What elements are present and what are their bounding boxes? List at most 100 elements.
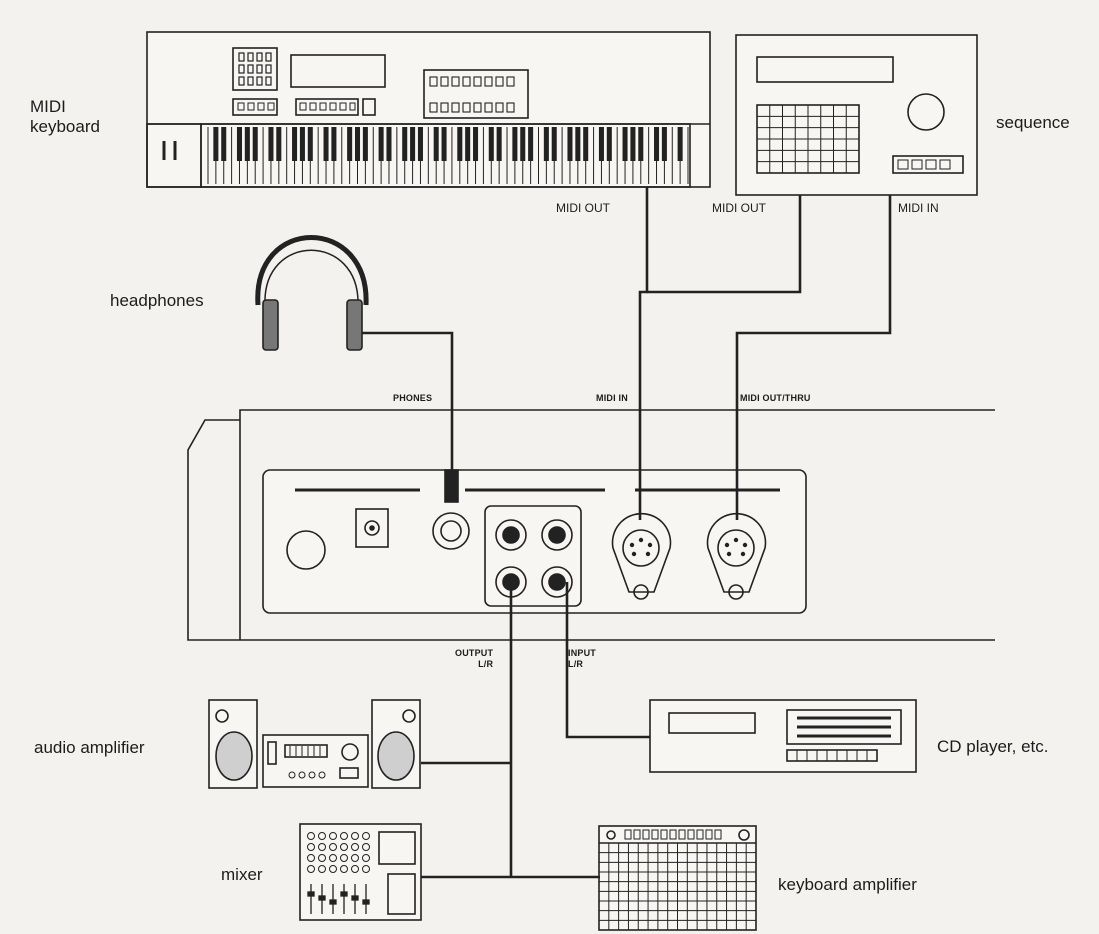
- cable-input: [565, 582, 650, 739]
- black-key: [307, 127, 313, 161]
- mixer-knob: [318, 854, 326, 862]
- black-key: [606, 127, 612, 161]
- sequencer-midi-out-label: MIDI OUT: [712, 201, 766, 215]
- black-key: [244, 127, 250, 161]
- cable-sequencer-midi-out: [647, 195, 802, 294]
- black-key: [323, 127, 329, 161]
- sequencer-midi-in-label: MIDI IN: [898, 201, 939, 215]
- black-key: [567, 127, 573, 161]
- mixer-knob: [318, 832, 326, 840]
- rear-panel: [187, 409, 995, 641]
- black-key: [661, 127, 667, 161]
- black-key: [378, 127, 384, 161]
- mixer-device: [299, 823, 422, 921]
- cable-sequencer-midi-in: [735, 195, 892, 520]
- mixer-knob: [351, 854, 359, 862]
- mixer-knob: [307, 854, 315, 862]
- output-port-label: OUTPUT L/R: [455, 648, 493, 669]
- mixer-knob: [340, 854, 348, 862]
- black-key: [402, 127, 408, 161]
- mixer-knob: [340, 865, 348, 873]
- mixer-knob: [362, 854, 370, 862]
- black-key: [268, 127, 274, 161]
- cd-player-label: CD player, etc.: [937, 737, 1049, 756]
- keyboard-amplifier-label: keyboard amplifier: [778, 875, 917, 894]
- mixer-knob: [318, 865, 326, 873]
- black-key: [410, 127, 416, 161]
- black-key: [654, 127, 660, 161]
- mixer-knob: [362, 832, 370, 840]
- phones-port-label: PHONES: [393, 393, 433, 403]
- midi-keyboard-label: MIDI keyboard: [30, 97, 100, 137]
- mixer-knob: [329, 865, 337, 873]
- output-port-label-line2: L/R: [478, 658, 494, 669]
- black-key: [433, 127, 439, 161]
- black-key: [512, 127, 518, 161]
- audio-amplifier-label: audio amplifier: [34, 738, 145, 757]
- black-key: [236, 127, 242, 161]
- black-key: [331, 127, 337, 161]
- sequencer-label: sequence: [996, 113, 1070, 132]
- black-key: [551, 127, 557, 161]
- cables: [362, 187, 892, 879]
- black-key: [252, 127, 258, 161]
- mixer-fader: [329, 899, 337, 905]
- midi-keyboard-label-line1: MIDI: [30, 97, 66, 116]
- input-port-label-line1: INPUT: [568, 648, 596, 658]
- mixer-fader: [362, 899, 370, 905]
- black-key: [520, 127, 526, 161]
- black-key: [465, 127, 471, 161]
- black-key: [638, 127, 644, 161]
- mixer-knob: [362, 843, 370, 851]
- cable-keyboard-midi-out: [638, 187, 649, 520]
- black-key: [299, 127, 305, 161]
- black-key: [213, 127, 219, 161]
- mixer-knob: [340, 843, 348, 851]
- input-port-label-line2: L/R: [568, 658, 584, 669]
- black-key: [276, 127, 282, 161]
- mixer-knob: [351, 865, 359, 873]
- mixer-knob: [329, 832, 337, 840]
- mixer-knob: [340, 832, 348, 840]
- black-key: [598, 127, 604, 161]
- black-key: [622, 127, 628, 161]
- black-key: [488, 127, 494, 161]
- black-key: [543, 127, 549, 161]
- black-key: [528, 127, 534, 161]
- cable-headphones: [362, 331, 454, 470]
- keyboard-midi-out-label: MIDI OUT: [556, 201, 610, 215]
- output-port-label-line1: OUTPUT: [455, 648, 494, 658]
- mixer-fader: [318, 895, 326, 901]
- black-key: [417, 127, 423, 161]
- mixer-fader: [307, 891, 315, 897]
- sequencer-device: [735, 34, 978, 196]
- black-key: [354, 127, 361, 161]
- headphones-device: [255, 235, 369, 351]
- mixer-fader: [340, 891, 348, 897]
- mixer-knob: [351, 832, 359, 840]
- audio-amplifier-device: [208, 699, 421, 789]
- cd-player-device: [649, 699, 917, 773]
- mixer-knob: [351, 843, 359, 851]
- midi-in-port-label: MIDI IN: [596, 393, 628, 403]
- black-key: [221, 127, 227, 161]
- black-key: [496, 127, 502, 161]
- black-key: [583, 127, 589, 161]
- headphones-label: headphones: [110, 291, 204, 310]
- black-key: [677, 127, 683, 161]
- mixer-knob: [307, 865, 315, 873]
- mixer-knob: [329, 843, 337, 851]
- mixer-knob: [307, 843, 315, 851]
- midi-keyboard: [146, 31, 711, 188]
- mixer-knob: [307, 832, 315, 840]
- black-key: [386, 127, 392, 161]
- mixer-knob: [318, 843, 326, 851]
- midi-out-thru-port-label: MIDI OUT/THRU: [740, 393, 811, 403]
- keyboard-amplifier-device: [598, 825, 757, 931]
- black-key: [630, 127, 636, 161]
- black-key: [441, 127, 447, 161]
- mixer-fader: [351, 895, 359, 901]
- mixer-knob: [362, 865, 370, 873]
- mixer-knob: [329, 854, 337, 862]
